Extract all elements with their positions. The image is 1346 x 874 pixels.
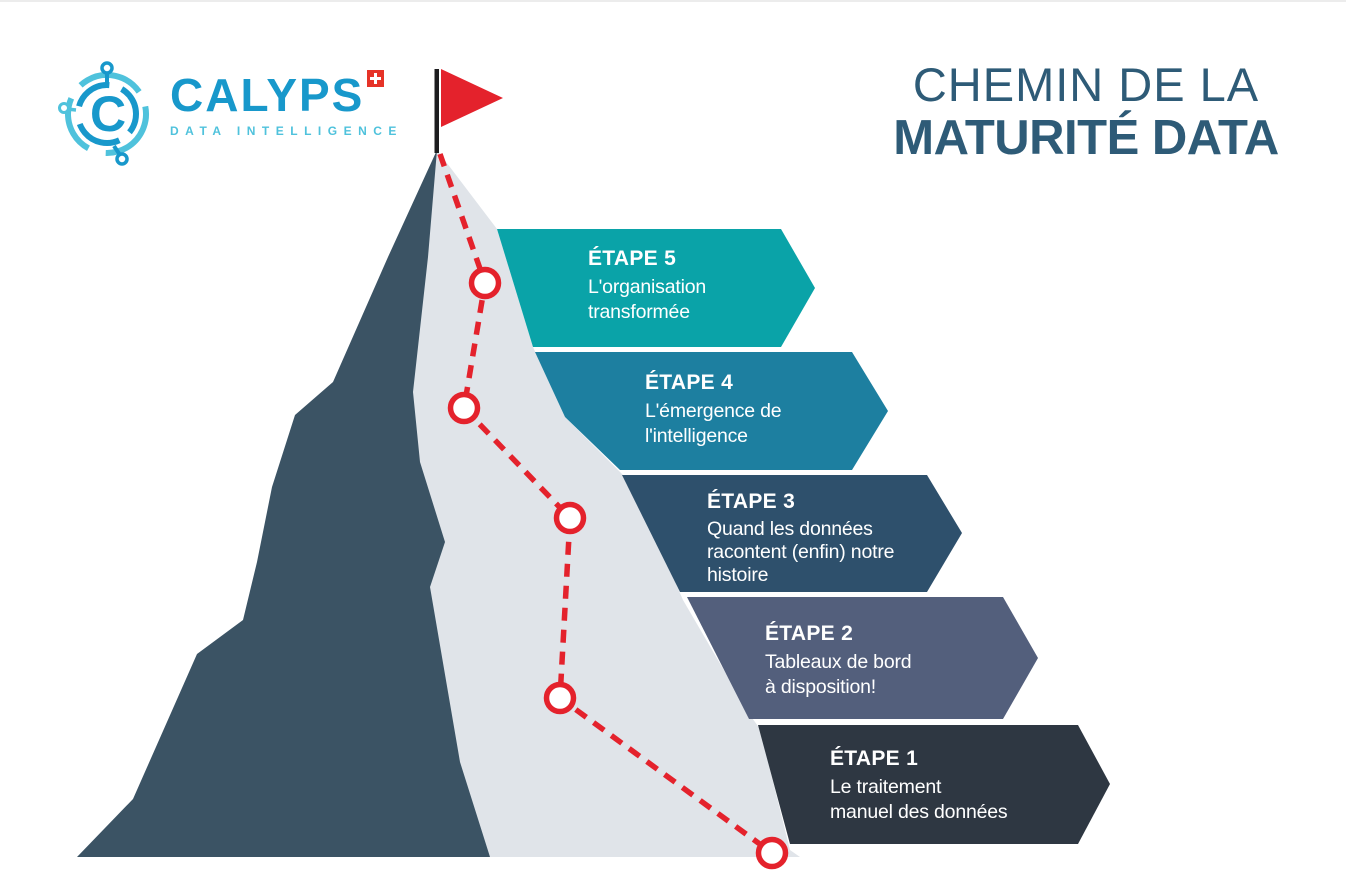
stage-4-label: ÉTAPE 4 bbox=[645, 371, 734, 394]
stage-3-text: ÉTAPE 3 Quand les données racontent (enf… bbox=[707, 490, 894, 587]
title-line-2: MATURITÉ DATA bbox=[893, 111, 1279, 166]
waypoint-circle bbox=[755, 836, 789, 870]
stage-2-line-1: Tableaux de bord bbox=[765, 651, 912, 673]
calyps-logo: C CALYPS DATA INTELLIGENCE bbox=[58, 60, 403, 166]
brand-name: CALYPS bbox=[170, 69, 365, 121]
stage-4-line-1: L'émergence de bbox=[645, 400, 782, 422]
stage-3-line-1: Quand les données bbox=[707, 518, 873, 540]
mountain-dark-face bbox=[77, 150, 490, 857]
brand-row: CALYPS bbox=[170, 69, 403, 121]
stage-banner-5 bbox=[497, 229, 815, 347]
stage-1-line-1: Le traitement bbox=[830, 776, 942, 798]
swiss-flag-icon bbox=[367, 70, 385, 87]
stage-5-line-1: L'organisation bbox=[588, 276, 707, 298]
stage-3-line-2: racontent (enfin) notre bbox=[707, 541, 895, 563]
stage-2-text: ÉTAPE 2 Tableaux de bord à disposition! bbox=[765, 622, 912, 700]
stage-banner-2 bbox=[687, 597, 1038, 719]
stage-banner-3 bbox=[622, 475, 962, 592]
stage-1-label: ÉTAPE 1 bbox=[830, 747, 919, 770]
stage-2-line-2: à disposition! bbox=[765, 676, 877, 698]
brand-tagline: DATA INTELLIGENCE bbox=[170, 124, 403, 138]
waypoint-circle bbox=[447, 391, 481, 425]
waypoint-circle bbox=[468, 266, 502, 300]
stage-1-line-2: manuel des données bbox=[830, 801, 1008, 823]
logo-text-column: CALYPS DATA INTELLIGENCE bbox=[170, 60, 403, 138]
flag-pennant bbox=[441, 69, 503, 127]
stage-5-line-2: transformée bbox=[588, 301, 690, 323]
route-dashed-path bbox=[437, 153, 774, 856]
calyps-logo-icon: C bbox=[58, 61, 149, 166]
title-line-1: CHEMIN DE LA bbox=[912, 58, 1260, 111]
waypoint-circle bbox=[553, 501, 587, 535]
stage-5-label: ÉTAPE 5 bbox=[588, 247, 677, 270]
stage-3-line-3: histoire bbox=[707, 564, 769, 586]
stage-1-text: ÉTAPE 1 Le traitement manuel des données bbox=[830, 747, 1008, 825]
stage-5-text: ÉTAPE 5 L'organisation transformée bbox=[588, 247, 706, 325]
waypoint-markers bbox=[447, 266, 789, 870]
stage-2-label: ÉTAPE 2 bbox=[765, 622, 854, 645]
stage-3-label: ÉTAPE 3 bbox=[707, 490, 796, 513]
stage-banner-4 bbox=[535, 352, 888, 470]
flag-pole bbox=[434, 69, 439, 153]
summit-flag bbox=[434, 69, 503, 153]
page-title: CHEMIN DE LA MATURITÉ DATA bbox=[848, 58, 1324, 163]
svg-text:C: C bbox=[90, 86, 126, 142]
waypoint-circle bbox=[543, 681, 577, 715]
stage-4-line-2: l'intelligence bbox=[645, 425, 748, 447]
stage-banner-1 bbox=[758, 725, 1110, 844]
stage-4-text: ÉTAPE 4 L'émergence de l'intelligence bbox=[645, 371, 782, 449]
